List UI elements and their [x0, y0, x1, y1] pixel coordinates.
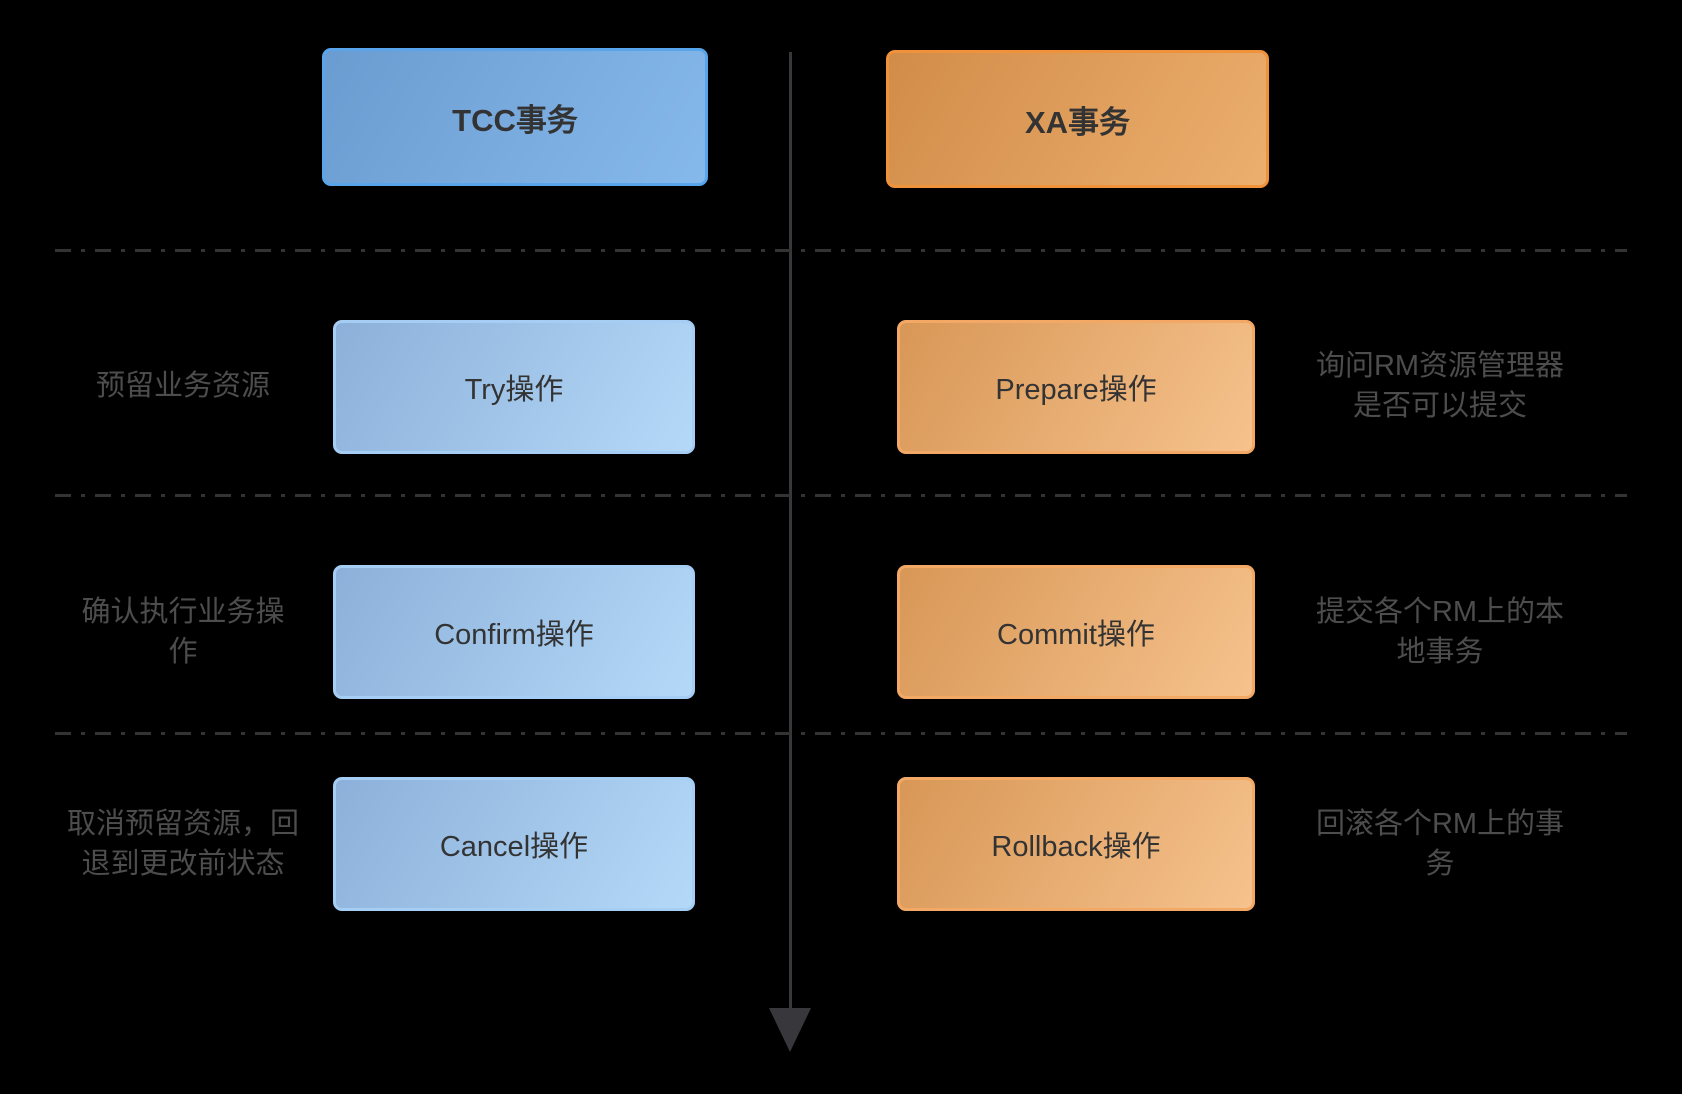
timeline-arrow-line [789, 52, 792, 1010]
cancel-action-box: Cancel操作 [333, 777, 695, 911]
commit-action-box: Commit操作 [897, 565, 1255, 699]
label-cancel-reserved: 取消预留资源，回 退到更改前状态 [66, 807, 299, 880]
row-separator-2 [55, 494, 1627, 497]
prepare-action-box: Prepare操作 [897, 320, 1255, 454]
tcc-header-label: TCC事务 [452, 102, 578, 138]
label-rollback-rm-tx: 回滚各个RM上的事 务 [1315, 807, 1565, 880]
commit-action-label: Commit操作 [997, 619, 1155, 651]
rollback-action-box: Rollback操作 [897, 777, 1255, 911]
xa-header-box: XA事务 [886, 50, 1269, 188]
label-commit-local-tx: 提交各个RM上的本 地事务 [1315, 595, 1565, 668]
rollback-action-label: Rollback操作 [991, 831, 1161, 863]
label-ask-rm-commit: 询问RM资源管理器 是否可以提交 [1315, 349, 1565, 422]
cancel-action-label: Cancel操作 [439, 831, 589, 863]
label-confirm-business: 确认执行业务操 作 [81, 595, 285, 668]
confirm-action-label: Confirm操作 [434, 619, 594, 651]
row-separator-3 [55, 732, 1627, 735]
row-separator-1 [55, 249, 1627, 252]
timeline-arrow-head-icon [769, 1008, 811, 1052]
xa-header-label: XA事务 [1024, 104, 1131, 140]
try-action-box: Try操作 [333, 320, 695, 454]
confirm-action-box: Confirm操作 [333, 565, 695, 699]
tcc-header-box: TCC事务 [322, 48, 708, 186]
label-reserve-resources: 预留业务资源 [95, 369, 270, 402]
prepare-action-label: Prepare操作 [995, 374, 1157, 406]
try-action-label: Try操作 [464, 374, 564, 406]
